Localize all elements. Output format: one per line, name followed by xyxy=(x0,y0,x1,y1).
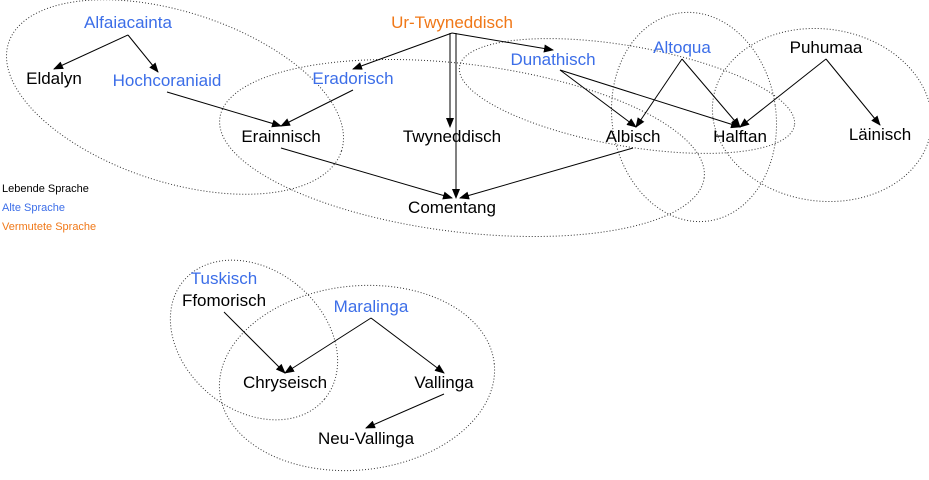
node-eldalyn: Eldalyn xyxy=(26,69,82,88)
node-comentang: Comentang xyxy=(408,198,496,217)
node-erainnisch: Erainnisch xyxy=(241,127,320,146)
edge-maralinga-to-chryseisch xyxy=(284,317,372,374)
edge-alfaiacainta-to-hochcoraniaid xyxy=(127,34,159,73)
legend: Lebende Sprache Alte Sprache Vermutete S… xyxy=(2,183,96,233)
edge-albisch-to-comentang xyxy=(459,147,634,200)
node-vallinga: Vallinga xyxy=(414,373,474,392)
relation-edges xyxy=(53,32,881,429)
edge-hochcoraniaid-to-erainnisch xyxy=(166,91,282,128)
edge-vallinga-to-neu_vallinga xyxy=(365,393,445,429)
node-hochcoraniaid: Hochcoraniaid xyxy=(113,71,222,90)
edge-ffomorisch-to-chryseisch xyxy=(223,311,286,374)
node-neu-vallinga: Neu-Vallinga xyxy=(318,429,415,448)
legend-item-hypothetical: Vermutete Sprache xyxy=(2,221,96,233)
group-ellipse-maralinga xyxy=(218,284,496,472)
edge-dunathisch-to-albisch xyxy=(559,69,637,128)
group-ellipse-twyneddisch xyxy=(219,58,705,238)
language-nodes: Alfaiacainta Eldalyn Hochcoraniaid Ur-Tw… xyxy=(26,13,911,448)
group-ellipse-tuskisch xyxy=(169,259,339,421)
node-chryseisch: Chryseisch xyxy=(243,373,327,392)
edge-eradorisch-to-erainnisch xyxy=(280,89,354,127)
node-ffomorisch: Ffomorisch xyxy=(182,291,266,310)
node-twyneddisch: Twyneddisch xyxy=(403,127,501,146)
node-halftan: Halftan xyxy=(713,127,767,146)
node-albisch: Albisch xyxy=(606,127,661,146)
node-maralinga: Maralinga xyxy=(334,297,409,316)
group-ellipse-puhumaa xyxy=(711,27,929,203)
group-ellipse-dunathisch xyxy=(458,38,796,154)
node-tuskisch: Tuskisch xyxy=(191,269,257,288)
node-eradorisch: Eradorisch xyxy=(312,69,393,88)
group-ellipse-altoqua xyxy=(610,11,778,223)
edge-erainnisch-to-comentang xyxy=(280,147,453,200)
edge-ur_twyneddisch-to-dunathisch xyxy=(451,32,554,53)
legend-item-ancient: Alte Sprache xyxy=(2,202,65,214)
node-altoqua: Altoqua xyxy=(653,38,711,57)
edge-altoqua-to-albisch xyxy=(635,58,683,128)
node-dunathisch: Dunathisch xyxy=(510,50,595,69)
edge-maralinga-to-vallinga xyxy=(370,317,445,374)
node-puhumaa: Puhumaa xyxy=(790,38,863,57)
edge-puhumaa-to-lainisch xyxy=(825,58,881,126)
node-lainisch: Läinisch xyxy=(849,125,911,144)
legend-item-living: Lebende Sprache xyxy=(2,183,89,195)
node-alfaiacainta: Alfaiacainta xyxy=(84,13,172,32)
edge-ur_twyneddisch-to-eradorisch xyxy=(352,32,453,70)
edge-puhumaa-to-halftan xyxy=(739,58,827,128)
edge-altoqua-to-halftan xyxy=(681,58,741,128)
edge-dunathisch-to-halftan xyxy=(559,69,741,129)
group-ellipse-alfaiacainta xyxy=(6,0,344,195)
edge-alfaiacainta-to-eldalyn xyxy=(53,34,129,70)
node-ur-twyneddisch: Ur-Twyneddisch xyxy=(391,13,513,32)
